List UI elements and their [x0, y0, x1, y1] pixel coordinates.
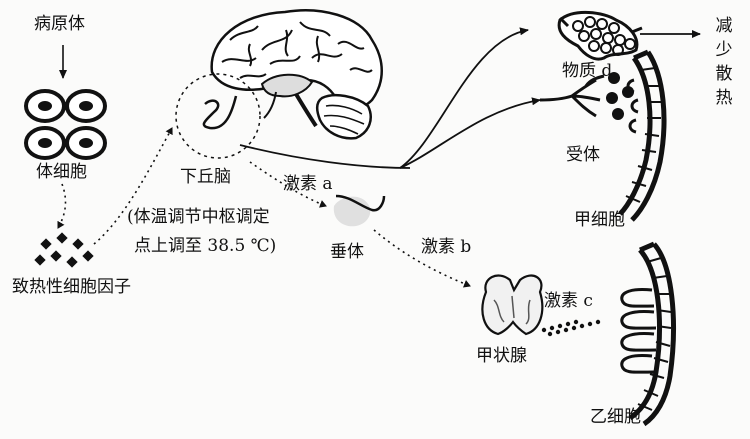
hormone-c-label: 激素 c — [544, 292, 593, 312]
substance-d-label: 物质 d — [562, 62, 612, 82]
pituitary-label: 垂体 — [330, 243, 364, 263]
reduce-heat-char: 热 — [714, 86, 734, 110]
body-cell — [26, 91, 64, 121]
reduce-heat-char: 减 — [714, 14, 734, 38]
hypothalamus-label: 下丘脑 — [180, 168, 231, 188]
body-cell — [67, 128, 105, 158]
setpoint-note-line1: (体温调节中枢调定 — [127, 208, 270, 228]
hypothalamus-shape — [204, 96, 236, 128]
reduce-heat-char: 散 — [714, 62, 734, 86]
cell-a-label: 甲细胞 — [574, 211, 625, 231]
pyrogen-label: 致热性细胞因子 — [12, 278, 131, 298]
thyroid-label: 甲状腺 — [476, 347, 527, 367]
pituitary-shape — [334, 196, 384, 226]
hormone-c-dots — [542, 320, 600, 336]
reduce-heat-char: 少 — [714, 38, 734, 62]
hypothalamus-nerve-path — [240, 145, 410, 168]
hormone-b-label: 激素 b — [421, 238, 471, 258]
reduce-heat-label: 减少散热 — [714, 14, 734, 110]
pyrogen-molecules — [34, 232, 93, 267]
brain-illustration — [212, 10, 382, 138]
body-cells — [26, 91, 105, 158]
nerve-ending — [540, 76, 604, 116]
cell-b-label: 乙细胞 — [590, 408, 641, 428]
receptor-label: 受体 — [566, 146, 600, 166]
cell-b-receptors — [622, 289, 656, 372]
cell-a-membrane — [620, 52, 664, 220]
pathogen-label: 病原体 — [34, 15, 85, 35]
body-cell — [26, 128, 64, 158]
body-cell-to-pyrogen-arrow — [58, 184, 65, 228]
arrow-to-cell-a — [400, 100, 540, 168]
hormone-a-label: 激素 a — [283, 175, 333, 195]
body-cell-label: 体细胞 — [36, 163, 87, 183]
setpoint-note-line2: 点上调至 38.5 ℃) — [134, 237, 276, 257]
body-cell — [67, 91, 105, 121]
receptor-shapes — [628, 80, 638, 132]
blood-vessel — [559, 12, 642, 59]
thyroid-shape — [482, 276, 542, 334]
arrow-to-vessel — [400, 30, 528, 168]
